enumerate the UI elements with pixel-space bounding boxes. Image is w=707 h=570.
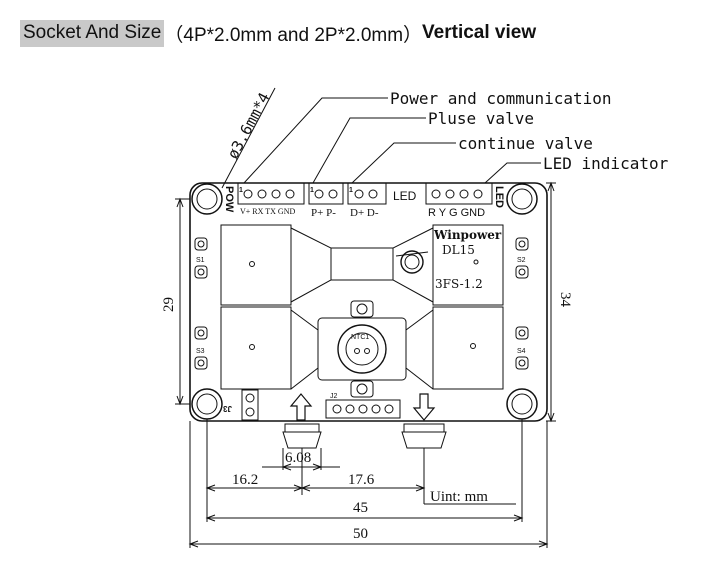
model-label: DL15 [442, 243, 475, 257]
unit-label: Uint: mm [430, 489, 488, 505]
cont-pins: D+ D- [350, 207, 379, 219]
pin1-marker-a: 1 [239, 187, 243, 194]
top-connectors [237, 182, 493, 205]
led-component [395, 250, 479, 274]
power-pads [220, 224, 504, 390]
dim-hole-label: ø3.6mm*4 [224, 90, 274, 162]
callout-leaders [221, 87, 541, 189]
fittings [282, 423, 447, 449]
switches [194, 237, 529, 370]
callout-pulse-valve: Pluse valve [428, 109, 534, 128]
part-label: 3FS-1.2 [435, 277, 483, 291]
heading-spec: （4P*2.0mm and 2P*2.0mm） [164, 24, 423, 46]
heading-view: Vertical view [422, 22, 537, 43]
switch-s1-label: S1 [196, 257, 205, 264]
mounting-holes [191, 183, 538, 420]
switch-s3-label: S3 [196, 348, 205, 355]
flow-arrows [289, 393, 436, 421]
callout-power-comm: Power and communication [390, 89, 612, 108]
ntc-sensor [317, 300, 407, 398]
bottom-connectors [241, 389, 401, 421]
dim-width-inner: 45 [353, 500, 368, 516]
pulse-pins: P+ P- [311, 207, 336, 219]
callout-led-indicator: LED indicator [543, 154, 669, 173]
dim-608: 6.08 [285, 450, 311, 466]
dimension-lines [175, 181, 556, 548]
ntc-label: NTC1 [351, 334, 369, 341]
dim-width-outer: 50 [353, 526, 368, 542]
pow-label: POW [223, 186, 235, 213]
j2-label: J2 [330, 393, 338, 400]
switch-s2-label: S2 [517, 257, 526, 264]
page-heading: Socket And Size （4P*2.0mm and 2P*2.0mm） … [20, 18, 536, 48]
dim-height-outer: 34 [557, 292, 573, 308]
dim-162: 16.2 [232, 472, 258, 488]
switch-s4-label: S4 [517, 348, 526, 355]
callout-continue-valve: continue valve [458, 134, 593, 153]
led-label: LED [393, 189, 417, 203]
pin1-marker-c: 1 [349, 187, 353, 194]
dim-176: 17.6 [348, 472, 375, 488]
pow-pins: V+ RX TX GND [240, 207, 295, 216]
j3-label: J3 [223, 404, 232, 413]
brand-label: Winpower [433, 228, 502, 242]
dim-height-inner: 29 [161, 297, 177, 312]
pin1-marker-b: 1 [310, 187, 314, 194]
heading-title: Socket And Size [20, 19, 165, 47]
led-side-label: LED [493, 186, 505, 208]
led-pins: R Y G GND [428, 207, 485, 219]
